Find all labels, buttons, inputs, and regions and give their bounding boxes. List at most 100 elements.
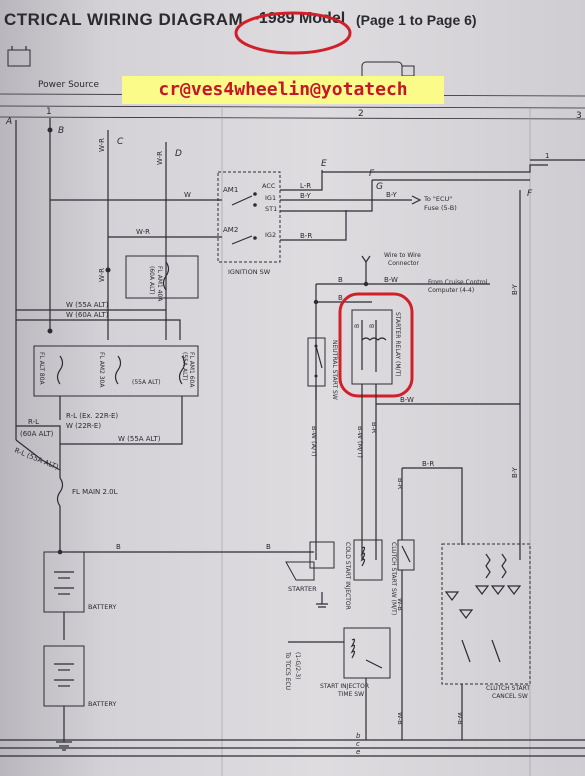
label-b-relay: B <box>338 294 343 302</box>
fl-main-label: FL MAIN 2.0L <box>72 488 118 496</box>
start-injector-label: START INJECTOR <box>320 683 369 690</box>
fuse-am1-40a-sub: (60A ALT) <box>148 266 155 295</box>
label-b-starter: B <box>116 543 121 551</box>
grid-column-rule <box>0 105 585 109</box>
clutch-cancel-label-1: CLUTCH START <box>486 685 530 692</box>
note-cruise-1: From Cruise Control <box>428 279 488 286</box>
label-wr-c-lower: W-R <box>98 268 106 282</box>
clutch-cancel-label-2: CANCEL SW <box>492 693 528 700</box>
label-60a-alt: (60A ALT) <box>20 430 54 438</box>
label-wb-clutch: W-B <box>396 598 404 611</box>
wire-br-ig2 <box>280 210 347 241</box>
ignition-ig1-label: IG1 <box>265 194 276 202</box>
neutral-start-label: NEUTRAL START SW <box>331 340 338 400</box>
label-rl-ex: R-L (Ex. 22R-E) <box>66 412 118 420</box>
col-label-e: E <box>321 159 327 169</box>
label-br-right: B-R <box>422 460 434 468</box>
title-main: CTRICAL WIRING DIAGRAM <box>4 10 244 29</box>
power-source-label: Power Source <box>38 80 99 90</box>
fusible-link-block: FL ALT 80A FL AM2 30A (55A ALT) FL AM1 6… <box>33 345 199 397</box>
label-wr-d: W-R <box>156 151 164 165</box>
label-b-in-relay: B <box>354 324 361 328</box>
bus-label-c: c <box>356 740 360 748</box>
wire-rl <box>16 425 61 478</box>
label-rl: R-L <box>28 418 39 426</box>
grid-col-1: 1 <box>46 107 52 117</box>
starter-relay: STARTER RELAY (M/T) B B <box>351 309 401 385</box>
clutch-start-cancel-switch: CLUTCH START CANCEL SW <box>441 543 531 700</box>
fusible-link-main <box>56 477 64 507</box>
fuse-am1-60a-label: FL AM1 60A <box>188 352 195 388</box>
label-b-in-relay-2: B <box>369 324 376 328</box>
clutch-start-label: CLUTCH START SW (M/T) <box>390 542 397 615</box>
junction-neutral-top <box>313 299 319 305</box>
note-cruise-2: Computer (4-4) <box>428 287 474 294</box>
diagram-title: CTRICAL WIRING DIAGRAM –1989 Model (Page… <box>0 8 585 38</box>
label-w55-lower: W (55A ALT) <box>118 435 161 443</box>
ground-symbol-icon <box>56 741 72 751</box>
label-bw-right: B-W <box>400 396 414 404</box>
col-label-a: A <box>5 117 12 127</box>
label-wb-clutch-lower: W-B <box>396 712 404 725</box>
ignition-am1-label: AM1 <box>223 186 238 194</box>
note-tccs-1: To TCCS ECU <box>284 651 291 690</box>
label-wb-cancel: W-B <box>456 712 464 725</box>
col-label-f-right: F <box>527 189 533 199</box>
watermark-banner: cr@ves4wheelin@yotatech <box>122 76 444 104</box>
start-injector-time-switch: START INJECTOR TIME SW <box>320 627 391 698</box>
label-wr-am2: W-R <box>136 228 150 236</box>
fuse-am1-60a-sub: (55A ALT) <box>181 352 188 381</box>
note-fuse-ref: Fuse (5-B) <box>424 204 457 212</box>
col-label-b: B <box>58 126 64 136</box>
wire-lr-acc <box>280 170 323 191</box>
col-label-f: F <box>369 169 375 179</box>
wire-st1 <box>280 180 373 212</box>
battery-1-label: BATTERY <box>88 603 116 611</box>
note-to-ecu: To "ECU" <box>423 195 452 203</box>
label-bwmt: B-W (M/T) <box>356 426 364 458</box>
ignition-switch: AM1 ACC IG1 ST1 AM2 IG2 IGNITION SW <box>217 171 281 276</box>
ignition-ig2-label: IG2 <box>265 231 276 239</box>
label-w60: W (60A ALT) <box>66 311 109 319</box>
bus-label-e: e <box>356 748 360 756</box>
battery-1: BATTERY <box>43 551 116 613</box>
neutral-start-switch: NEUTRAL START SW <box>307 337 338 400</box>
start-injector-label-2: TIME SW <box>337 691 364 698</box>
arrow-wire-connector <box>361 255 371 264</box>
col-label-d: D <box>175 149 182 159</box>
starter-relay-label: STARTER RELAY (M/T) <box>394 312 401 377</box>
starter-ground-icon <box>316 592 328 608</box>
fuse-55a-note: (55A ALT) <box>132 379 161 386</box>
label-by: B-Y <box>300 192 311 200</box>
col-label-g: G <box>376 182 383 192</box>
starter-label: STARTER <box>288 585 317 593</box>
model-year-highlight-ellipse <box>234 11 352 55</box>
label-by-ecu: B-Y <box>386 191 397 199</box>
label-w-am1: W <box>184 191 191 199</box>
cold-start-label: COLD START INJECTOR <box>344 542 351 610</box>
fuse-alt-80a-label: FL ALT 80A <box>38 352 45 386</box>
label-b-starter-2: B <box>266 543 271 551</box>
label-lr: L-R <box>300 182 311 190</box>
label-br-relay: B-R <box>370 422 378 434</box>
grid-col-2: 2 <box>358 109 364 119</box>
label-by-right-lower: B-Y <box>511 467 519 478</box>
ignition-st1-label: ST1 <box>265 205 277 213</box>
junction-b <box>47 127 53 133</box>
ignition-sw-label: IGNITION SW <box>228 268 271 276</box>
fuse-block-am1-40a: FL AM1 40A (60A ALT) <box>125 255 199 302</box>
junction-b-lower <box>47 328 53 334</box>
label-wr-c: W-R <box>98 138 106 152</box>
fuse-am2-30a-label: FL AM2 30A <box>98 352 105 388</box>
clutch-start-switch: CLUTCH START SW (M/T) <box>390 539 415 615</box>
title-page-range: (Page 1 to Page 6) <box>356 12 477 28</box>
col-1-marker: 1 <box>545 152 549 160</box>
label-b-top: B <box>338 276 343 284</box>
wire-w-55a-lower <box>60 396 183 445</box>
label-by-right: B-Y <box>511 284 519 295</box>
wire-br-clutch <box>402 467 463 545</box>
ignition-am2-label: AM2 <box>223 226 238 234</box>
note-wire-connector-2: Connector <box>388 260 419 267</box>
label-bw-cruise: B-W <box>384 276 398 284</box>
